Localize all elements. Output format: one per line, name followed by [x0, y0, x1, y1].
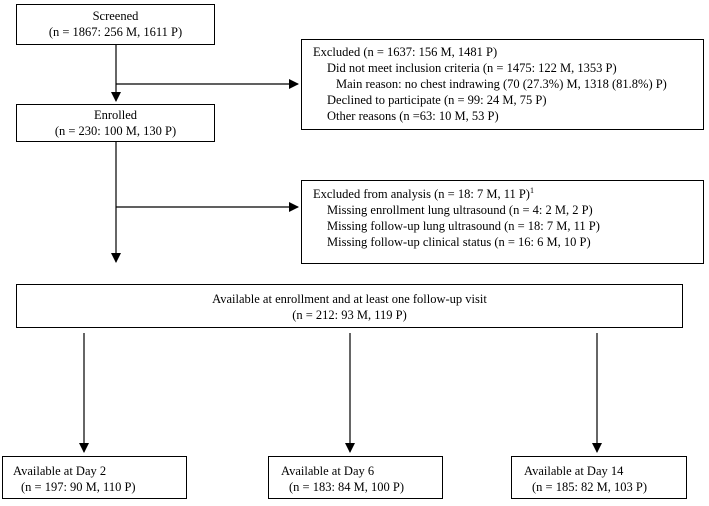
day6-detail: (n = 183: 84 M, 100 P): [289, 480, 405, 494]
excluded-item: Other reasons (n =63: 10 M, 53 P): [327, 109, 499, 123]
excluded-box: Excluded (n = 1637: 156 M, 1481 P) Did n…: [301, 39, 704, 130]
excluded-analysis-item: Missing follow-up clinical status (n = 1…: [327, 235, 591, 249]
enrolled-box: Enrolled (n = 230: 100 M, 130 P): [16, 104, 215, 142]
screened-detail: (n = 1867: 256 M, 1611 P): [48, 25, 183, 39]
enrolled-detail: (n = 230: 100 M, 130 P): [54, 124, 177, 138]
day14-detail: (n = 185: 82 M, 103 P): [532, 480, 648, 494]
day14-title: Available at Day 14: [524, 464, 624, 478]
day2-title: Available at Day 2: [13, 464, 107, 478]
footnote-marker: 1: [529, 185, 534, 195]
day6-title: Available at Day 6: [281, 464, 375, 478]
screened-title: Screened: [92, 9, 139, 23]
available-detail: (n = 212: 93 M, 119 P): [292, 308, 407, 322]
excluded-analysis-box: Excluded from analysis (n = 18: 7 M, 11 …: [301, 180, 704, 264]
excluded-analysis-title: Excluded from analysis (n = 18: 7 M, 11 …: [313, 187, 530, 201]
excluded-analysis-item: Missing follow-up lung ultrasound (n = 1…: [327, 219, 600, 233]
excluded-item: Main reason: no chest indrawing (70 (27.…: [336, 77, 667, 91]
excluded-analysis-title-line: Excluded from analysis (n = 18: 7 M, 11 …: [313, 186, 703, 202]
excluded-item: Declined to participate (n = 99: 24 M, 7…: [327, 93, 547, 107]
excluded-title: Excluded (n = 1637: 156 M, 1481 P): [313, 45, 498, 59]
available-box: Available at enrollment and at least one…: [16, 284, 683, 328]
day2-box: Available at Day 2 (n = 197: 90 M, 110 P…: [2, 456, 187, 499]
excluded-analysis-item: Missing enrollment lung ultrasound (n = …: [327, 203, 593, 217]
day6-box: Available at Day 6 (n = 183: 84 M, 100 P…: [268, 456, 443, 499]
excluded-item: Did not meet inclusion criteria (n = 147…: [327, 61, 617, 75]
day2-detail: (n = 197: 90 M, 110 P): [21, 480, 136, 494]
day14-box: Available at Day 14 (n = 185: 82 M, 103 …: [511, 456, 687, 499]
enrolled-title: Enrolled: [93, 108, 138, 122]
available-title: Available at enrollment and at least one…: [212, 292, 487, 306]
screened-box: Screened (n = 1867: 256 M, 1611 P): [16, 4, 215, 45]
